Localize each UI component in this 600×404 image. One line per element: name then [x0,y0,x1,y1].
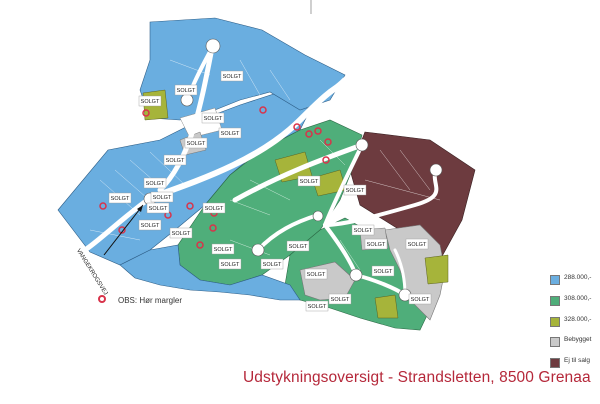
sold-label: SOLGT [166,158,185,164]
legend-swatch [550,316,560,327]
legend-swatch [550,337,560,348]
price-legend: 288.000,- 308.000,- 328.000,- Bebygget E… [546,272,600,376]
sold-label: SOLGT [221,262,240,268]
sold-label: SOLGT [204,116,223,122]
sold-label: SOLGT [172,231,191,237]
sold-stamp: SOLGT [220,70,244,82]
olive-lot [424,254,449,285]
sold-label: SOLGT [307,272,326,278]
sold-label: SOLGT [346,188,365,194]
legend-item: 308.000,- [546,293,600,313]
sold-label: SOLGT [367,242,386,248]
sold-stamp: SOLGT [260,258,284,270]
sold-label: SOLGT [331,297,350,303]
sold-stamp: SOLGT [169,227,193,239]
sold-stamp: SOLGT [150,191,174,203]
olive-lot [374,294,399,319]
sold-label: SOLGT [308,304,327,310]
legend-swatch [550,358,560,369]
red-ring-icon [98,295,106,303]
zone-blue-south [119,244,301,301]
sold-stamp: SOLGT [218,127,242,139]
sold-stamp: SOLGT [184,137,208,149]
sold-label: SOLGT [221,131,240,137]
sold-stamp: SOLGT [143,177,167,189]
sold-stamp: SOLGT [201,112,225,124]
sold-stamp: SOLGT [138,219,162,231]
sold-label: SOLGT [205,206,224,212]
road-arrow [103,204,144,256]
sold-stamp: SOLGT [202,202,226,214]
sold-stamp: SOLGT [146,202,170,214]
sold-label: SOLGT [149,206,168,212]
sold-stamp: SOLGT [108,192,132,204]
sold-label: SOLGT [111,196,130,202]
sold-stamp: SOLGT [343,184,367,196]
legend-item: 328.000,- [546,314,600,334]
sold-stamp: SOLGT [364,238,388,250]
sold-stamp: SOLGT [371,265,395,277]
sold-stamp: SOLGT [286,240,310,252]
sold-label: SOLGT [146,181,165,187]
sold-label: SOLGT [411,297,430,303]
legend-item: 288.000,- [546,272,600,292]
page-title: Udstykningsoversigt - Strandsletten, 850… [243,369,591,386]
sold-stamp: SOLGT [405,238,429,250]
sold-label: SOLGT [223,74,242,80]
sold-label: SOLGT [408,242,427,248]
sold-label: SOLGT [141,223,160,229]
sold-label: SOLGT [289,244,308,250]
sold-stamps: SOLGT SOLGT SOLGT SOLGT SOLGT SOLGT SOLGT SOLGT… [108,70,432,312]
legend-item: Bebygget [546,334,600,354]
sold-label: SOLGT [263,262,282,268]
sold-stamp: SOLGT [328,293,352,305]
sold-label: SOLGT [141,99,160,105]
arrow-head-icon [137,205,143,212]
sold-stamp: SOLGT [174,84,198,96]
legend-swatch [550,295,560,306]
sold-stamp: SOLGT [408,293,432,305]
cul-de-sacs [143,38,443,302]
sold-stamp: SOLGT [305,300,329,312]
legend-label: 328.000,- [564,315,592,323]
legend-item: Ej til salg [546,355,600,375]
sold-label: SOLGT [153,195,172,201]
sold-label: SOLGT [354,228,373,234]
legend-label: 308.000,- [564,294,592,302]
sold-stamp: SOLGT [351,224,375,236]
sold-stamp: SOLGT [211,243,235,255]
legend-label: Bebygget [564,336,592,344]
legend-swatch [550,275,560,285]
legend-label: Ej til salg [564,357,591,365]
sold-label: SOLGT [187,141,206,147]
sold-stamp: SOLGT [297,175,321,187]
sold-label: SOLGT [177,88,196,94]
sold-label: SOLGT [214,247,233,253]
sold-stamp: SOLGT [218,258,242,270]
sold-label: SOLGT [300,179,319,185]
sold-stamp: SOLGT [163,154,187,166]
obs-note: OBS: Hør margler [118,296,183,305]
legend-label: 288.000,- [564,274,592,281]
sold-stamp: SOLGT [304,268,328,280]
sold-label: SOLGT [374,269,393,275]
sold-stamp: SOLGT [138,95,162,107]
